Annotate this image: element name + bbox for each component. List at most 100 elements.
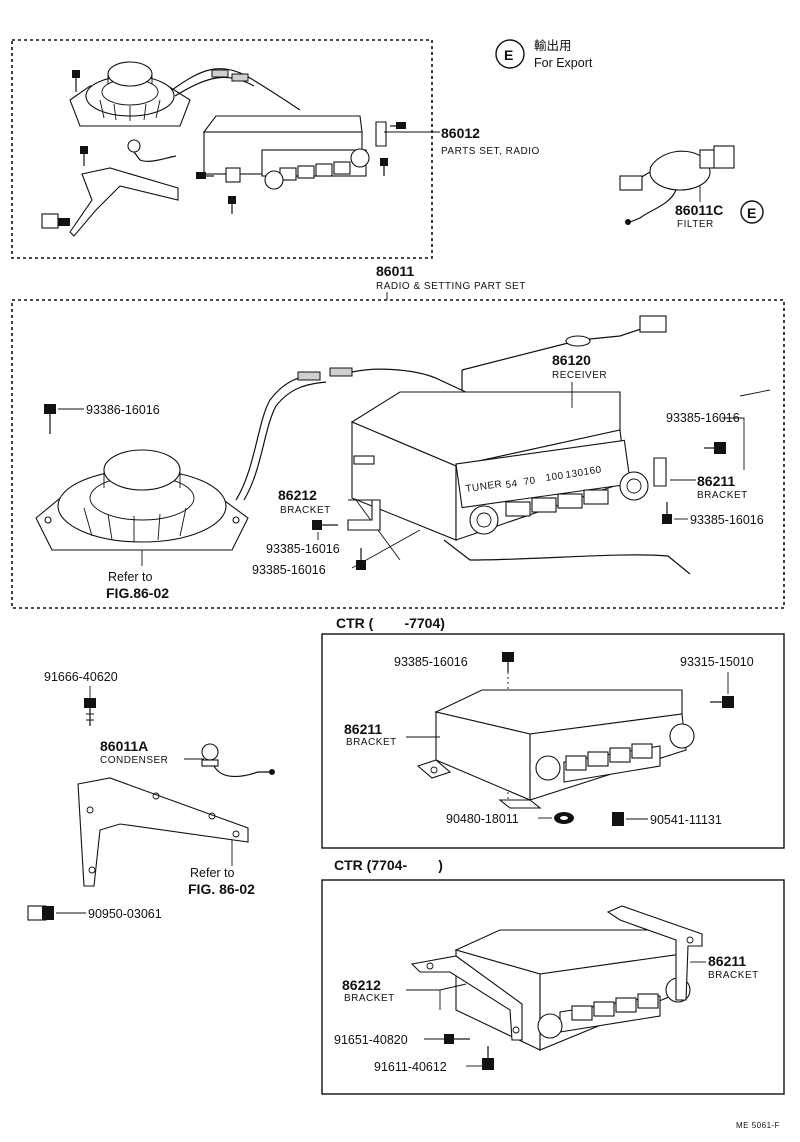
dial-mark: 70 [523, 475, 537, 488]
screw-b-right-label: 93385-16016 [666, 411, 740, 425]
receiver-illustration: TUNER 54 70 100 130 160 [350, 391, 649, 541]
radio-setting-set-group: 86011 RADIO & SETTING PART SET Refer to … [11, 263, 785, 609]
receiver-number: 86120 [552, 352, 591, 368]
screw-icon [390, 122, 406, 129]
screw-icon [444, 1034, 470, 1044]
filter-name: FILTER [677, 219, 714, 230]
ctr-late-screw-a: 91651-40820 [334, 1033, 408, 1047]
condenser-icon [201, 743, 275, 778]
parts-set-radio-number: 86012 [441, 125, 480, 141]
dial-mark: 130 [565, 468, 585, 481]
screw-icon [228, 196, 236, 214]
screw-icon [80, 146, 88, 166]
export-en-text: For Export [534, 56, 593, 70]
ctr-early-receiver-illustration [416, 689, 695, 809]
small-receiver-illustration [202, 115, 370, 190]
screw-icon [662, 502, 672, 524]
dial-mark: 160 [583, 465, 603, 478]
screw-e-label: 93385-16016 [252, 563, 326, 577]
mounting-bracket-illustration [77, 777, 249, 887]
export-badge-letter: E [504, 47, 513, 63]
screw-icon [72, 70, 80, 92]
ctr-early-screw-right: 93315-15010 [680, 655, 754, 669]
radio-setting-set-number: 86011 [376, 263, 414, 279]
dial-mark: 100 [545, 471, 565, 484]
receiver-dial-label: TUNER [465, 479, 503, 495]
antenna-rod [443, 539, 691, 575]
bracket-left-number: 86212 [278, 487, 317, 503]
screw-icon [482, 1046, 494, 1070]
mounting-bracket-illustration [69, 167, 179, 237]
screw-icon [44, 404, 56, 434]
screw-icon [502, 652, 514, 672]
clip-icon [27, 905, 54, 921]
condenser-name: CONDENSER [100, 755, 168, 766]
clip-icon [612, 812, 624, 826]
receiver-name: RECEIVER [552, 370, 607, 381]
bracket-icon [347, 499, 381, 531]
ctr-early-nut: 90480-18011 [446, 812, 519, 826]
filter-group: 86011C FILTER E [619, 145, 764, 230]
bracket-right-number: 86211 [697, 473, 735, 489]
export-jp-text: 輸出用 [534, 38, 572, 53]
radio-setting-set-box [11, 299, 785, 609]
ctr-early-group: CTR ( -7704) 93385-16016 93315-15010 [321, 615, 785, 849]
speaker-ref-line1: Refer to [108, 570, 153, 584]
left-bracket-ref-line1: Refer to [190, 866, 235, 880]
screw-icon [704, 442, 726, 454]
bracket-icon [606, 905, 703, 1001]
ctr-late-bracket-right-number: 86211 [708, 953, 746, 969]
screw-icon [356, 548, 366, 570]
screw-icon [710, 696, 734, 708]
parts-set-radio-name: PARTS SET, RADIO [441, 146, 540, 157]
ctr-early-bracket-number: 86211 [344, 721, 382, 737]
screw-icon [312, 520, 338, 530]
left-parts-group: 91666-40620 86011A CONDENSER Refer to FI… [27, 670, 275, 921]
nut-icon [554, 812, 574, 824]
ctr-late-group: CTR (7704- ) 86211 BRACKET 8 [321, 857, 785, 1095]
antenna-cable [461, 325, 651, 371]
screw-c-right-label: 93385-16016 [690, 513, 764, 527]
ctr-early-bracket-name: BRACKET [346, 737, 397, 748]
left-clip-label: 90950-03061 [88, 907, 162, 921]
left-bolt-label: 91666-40620 [44, 670, 118, 684]
bracket-left-name: BRACKET [280, 505, 331, 516]
bracket-right-name: BRACKET [697, 490, 748, 501]
ctr-late-title: CTR (7704- ) [334, 857, 443, 873]
filter-badge-letter: E [747, 205, 756, 221]
bracket-icon [375, 121, 387, 147]
bracket-icon [410, 955, 523, 1041]
screw-icon [196, 172, 214, 179]
ctr-early-title: CTR ( -7704) [336, 615, 445, 631]
export-badge: E 輸出用 For Export [495, 38, 593, 70]
ctr-late-screw-b: 91611-40612 [374, 1060, 447, 1074]
condenser-icon [127, 139, 177, 162]
ctr-early-box [321, 633, 785, 849]
dial-mark: 54 [505, 478, 519, 491]
export-badge-circle [495, 39, 525, 69]
filter-badge-circle [740, 200, 764, 224]
left-bracket-ref-line2: FIG. 86-02 [188, 881, 255, 897]
speaker-cable [171, 68, 301, 111]
bolt-icon [84, 698, 96, 726]
condenser-number: 86011A [100, 738, 148, 754]
ctr-late-bracket-left-name: BRACKET [344, 993, 395, 1004]
filter-number: 86011C [675, 202, 723, 218]
radio-setting-set-name: RADIO & SETTING PART SET [376, 281, 526, 292]
ctr-late-box [321, 879, 785, 1095]
parts-set-radio-group: 86012 PARTS SET, RADIO [11, 39, 540, 259]
screw-a-label: 93386-16016 [86, 403, 160, 417]
screw-d-label: 93385-16016 [266, 542, 340, 556]
ctr-late-bracket-left-number: 86212 [342, 977, 381, 993]
clip-icon [41, 213, 70, 229]
filter-illustration [619, 145, 735, 225]
footer-code: ME 5061-F [736, 1121, 780, 1130]
speaker-ref-line2: FIG.86-02 [106, 585, 169, 601]
parts-set-radio-box [11, 39, 433, 259]
screw-icon [380, 158, 388, 176]
ctr-early-clip: 90541-11131 [650, 813, 722, 827]
ctr-early-screw-top: 93385-16016 [394, 655, 468, 669]
ctr-late-bracket-right-name: BRACKET [708, 970, 759, 981]
bracket-icon [653, 457, 667, 487]
